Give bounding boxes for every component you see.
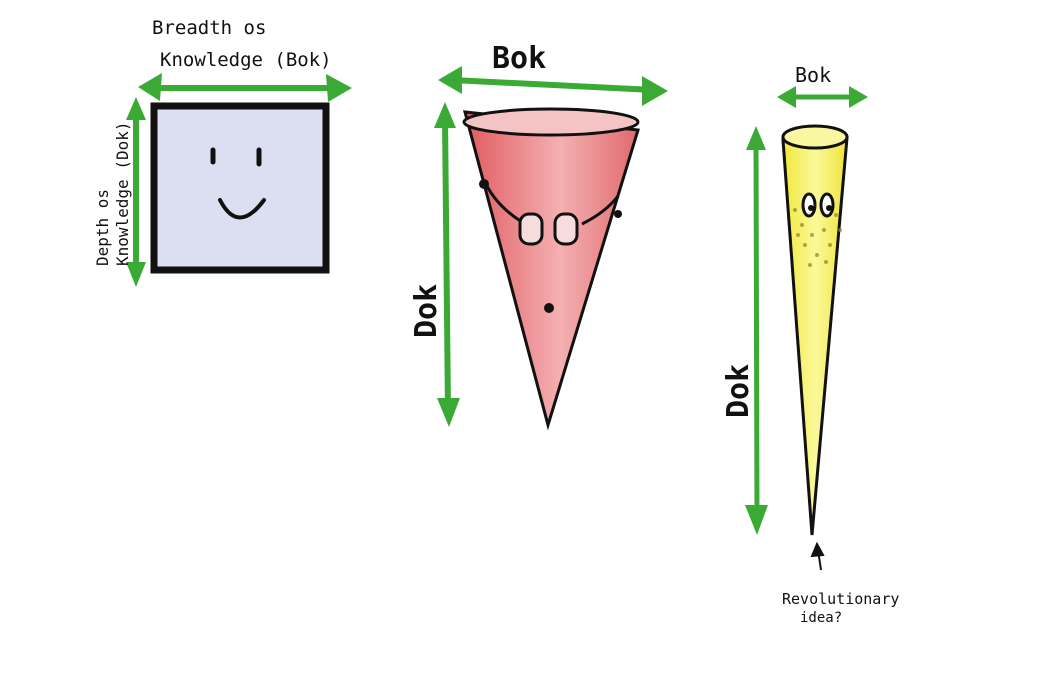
glasses-arm-right: [581, 195, 620, 226]
square-shape: [150, 102, 330, 274]
narrow-cone-figure: Bok Dok Revolutionary idea?: [721, 63, 899, 626]
depth-label-line1: Depth os: [93, 189, 112, 266]
narrow-bok-arrow: [777, 86, 868, 108]
narrow-bok-label: Bok: [795, 63, 831, 87]
glasses-lens-left: [518, 212, 544, 246]
narrow-dok-label: Dok: [721, 364, 756, 418]
cone-dok-label: Dok: [409, 284, 444, 338]
breadth-label-line2: Knowledge (Bok): [160, 49, 332, 71]
depth-arrow: [126, 97, 146, 287]
cone-bok-label: Bok: [492, 41, 546, 76]
eye-left: [801, 192, 817, 218]
depth-label-line2: Knowledge (Dok): [113, 122, 132, 267]
cone-dok-arrow: [434, 102, 460, 427]
breadth-arrow: [138, 73, 352, 102]
cone-shape: [462, 110, 640, 431]
cone-dot: [544, 303, 554, 313]
annotation-line2: idea?: [800, 610, 842, 626]
eye-right: [819, 192, 835, 218]
glasses-lens-right: [553, 212, 579, 246]
annotation-line1: Revolutionary: [782, 590, 899, 608]
cone-figure: Bok Dok: [409, 41, 668, 431]
square-figure: Breadth os Knowledge (Bok) Depth os Know…: [93, 17, 352, 287]
annotation-arrow: [810, 541, 825, 571]
cone-top: [462, 107, 640, 137]
cone-bok-arrow: [438, 66, 668, 106]
narrow-dok-arrow: [745, 126, 768, 535]
narrow-cone-top: [781, 124, 849, 150]
smile: [218, 198, 266, 220]
breadth-label-line1: Breadth os: [152, 17, 266, 39]
beard: [793, 208, 842, 267]
